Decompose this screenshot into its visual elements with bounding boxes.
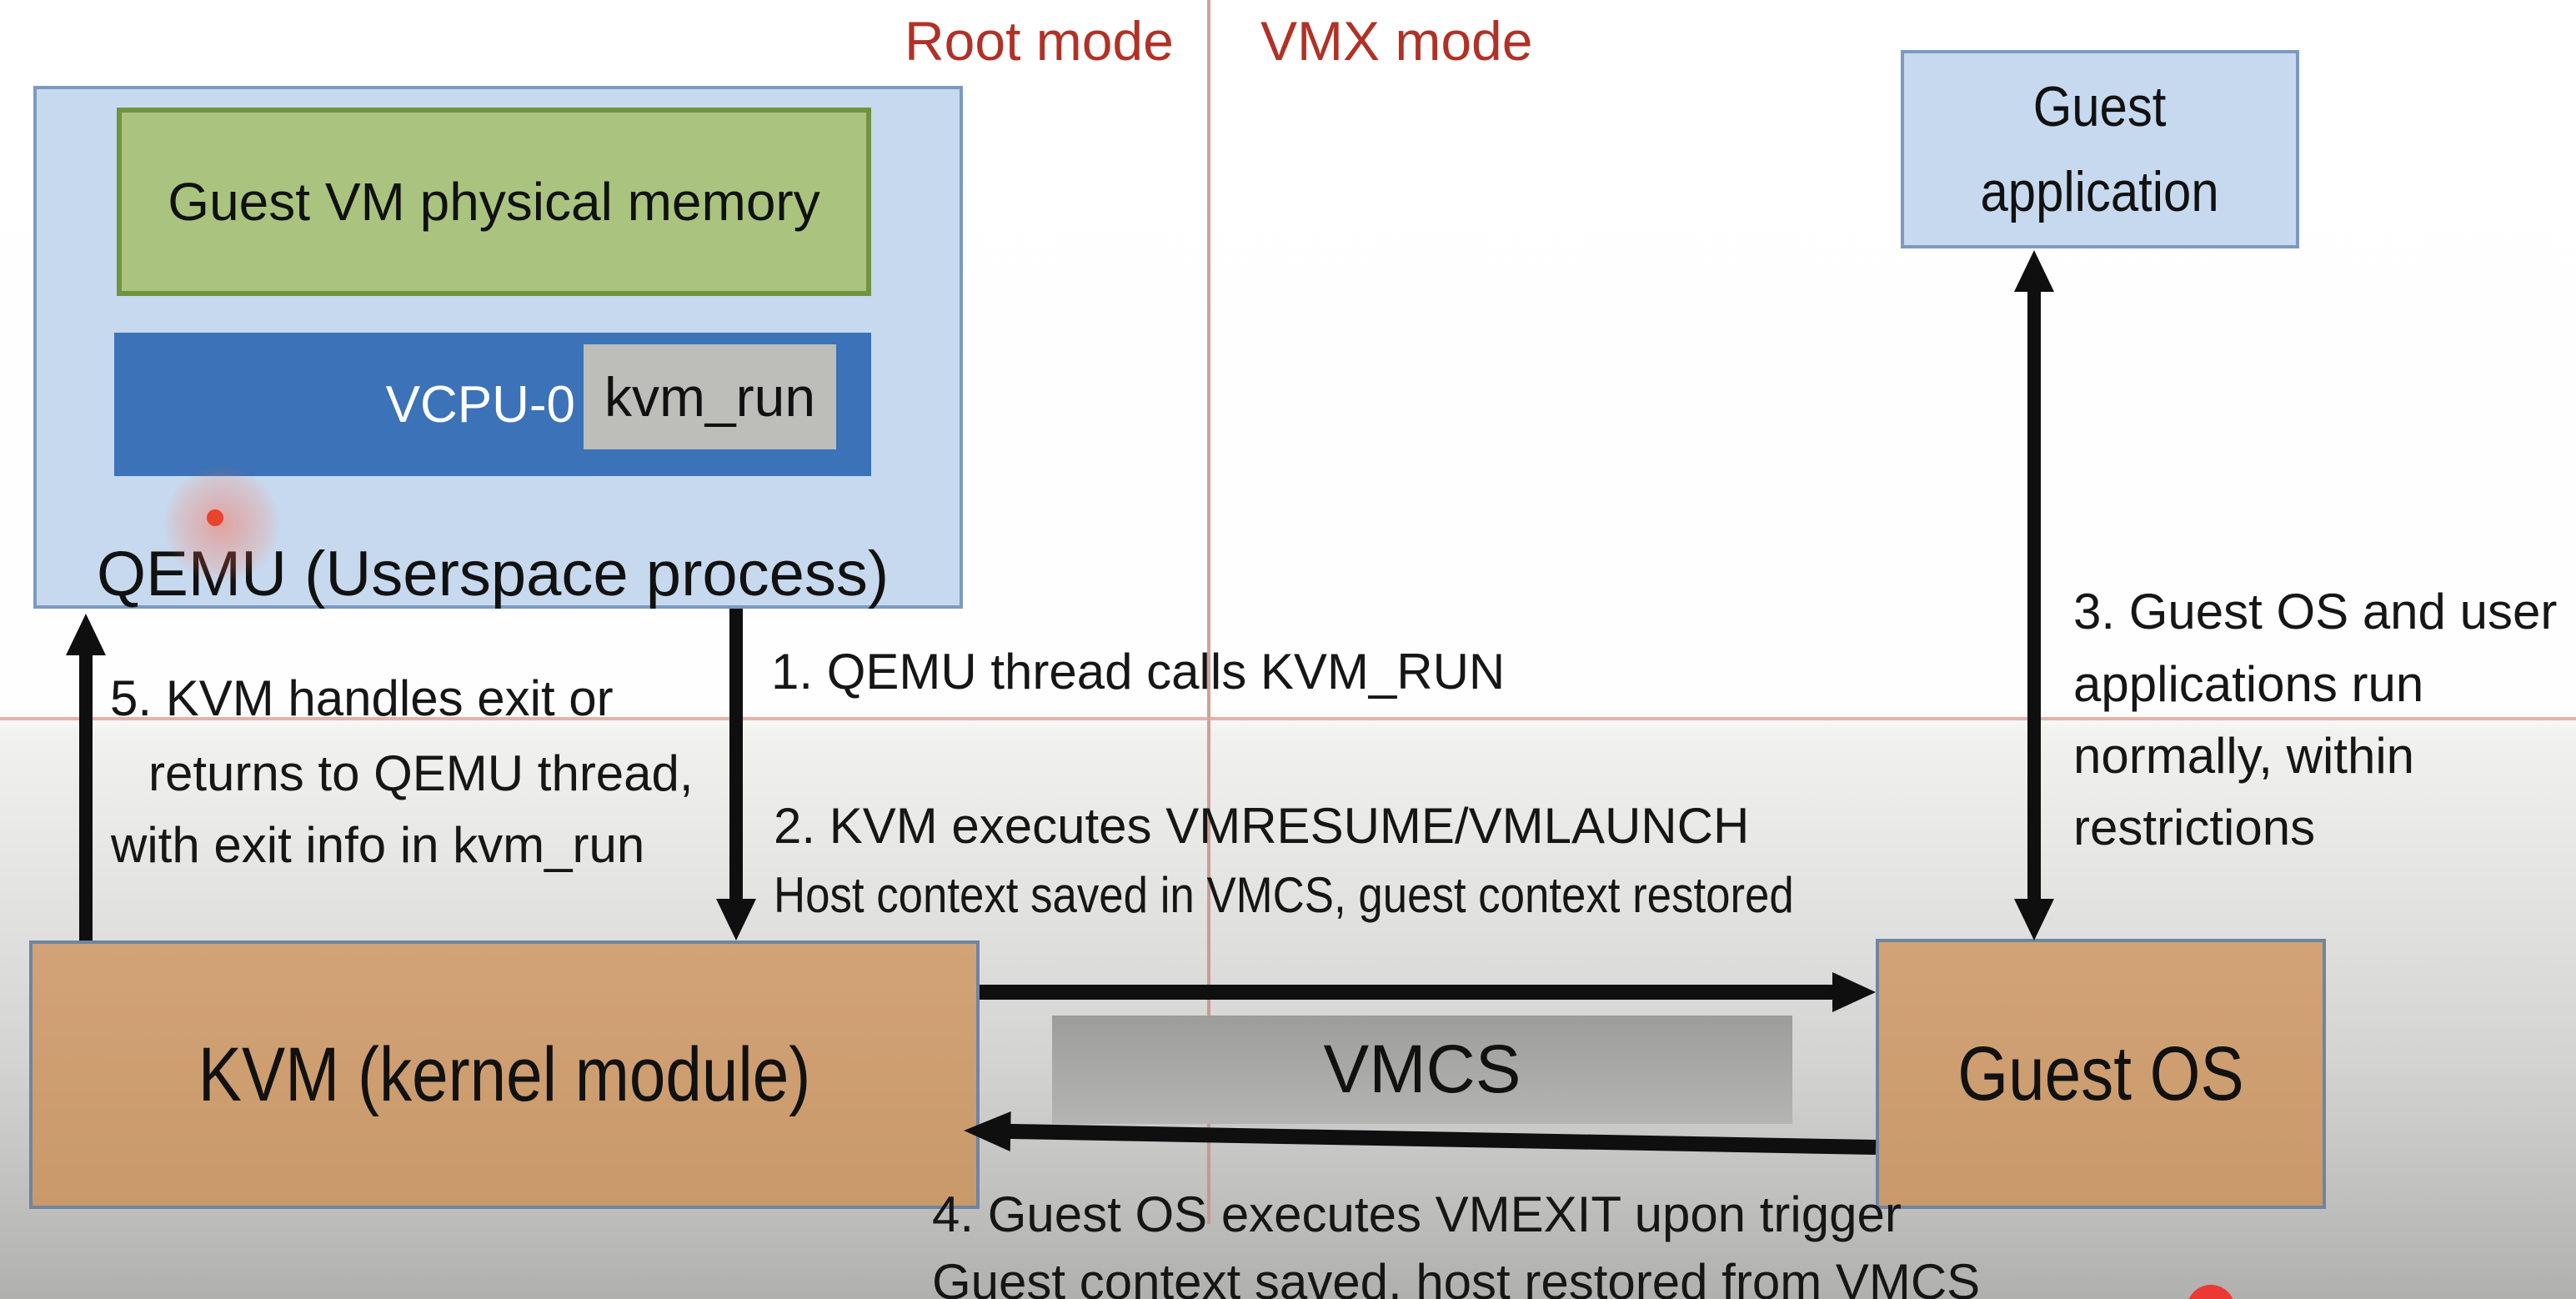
laser-pointer-dot-icon xyxy=(2187,1285,2235,1299)
arrow-kvm-to-qemu-shaft xyxy=(79,654,93,940)
step5-text-line3: with exit info in kvm_run xyxy=(111,817,645,873)
slide-bottom-divider-line xyxy=(0,717,2576,720)
arrow-kvm-to-guestos-shaft xyxy=(980,985,1834,1000)
cursor-highlight-ring-icon xyxy=(207,509,223,526)
kvm-run-box: kvm_run xyxy=(584,344,836,449)
qemu-userspace-box: Guest VM physical memory VCPU-0 kvm_run … xyxy=(33,86,963,609)
step2-text-line1: 2. KVM executes VMRESUME/VMLAUNCH xyxy=(774,798,1750,854)
kvm-run-label: kvm_run xyxy=(604,366,816,428)
vmx-mode-label: VMX mode xyxy=(1260,10,1533,72)
arrow-qemu-to-kvm-shaft xyxy=(729,609,743,900)
arrow-guestos-to-kvm-head-icon xyxy=(963,1110,1011,1151)
guest-vm-memory-label: Guest VM physical memory xyxy=(168,172,820,232)
guest-app-label-line1: Guest xyxy=(2033,75,2167,138)
kvm-kernel-module-box: KVM (kernel module) xyxy=(29,940,980,1209)
arrow-guestos-to-kvm-shaft xyxy=(1000,1123,1877,1155)
guest-application-box: Guest application xyxy=(1901,50,2299,248)
step3-text-line1: 3. Guest OS and user xyxy=(2073,584,2558,639)
guest-os-box: Guest OS xyxy=(1876,939,2326,1209)
step3-text-line3: normally, within xyxy=(2073,728,2415,784)
vmcs-label: VMCS xyxy=(1323,1031,1521,1107)
step2-text-line2: Host context saved in VMCS, guest contex… xyxy=(774,867,1794,923)
guest-app-label-line2: application xyxy=(1980,160,2220,223)
step5-text-line1: 5. KVM handles exit or xyxy=(110,670,614,726)
arrow-guestapp-guestos-shaft xyxy=(2027,290,2041,900)
guest-vm-memory-box: Guest VM physical memory xyxy=(117,108,871,296)
step4-text-line2: Guest context saved, host restored from … xyxy=(932,1254,1981,1299)
guest-os-label: Guest OS xyxy=(1957,1031,2244,1116)
step5-text-line2: returns to QEMU thread, xyxy=(148,745,694,801)
step4-text-line1: 4. Guest OS executes VMEXIT upon trigger xyxy=(932,1186,1902,1242)
root-mode-label: Root mode xyxy=(905,10,1174,72)
step3-text-line4: restrictions xyxy=(2073,800,2316,855)
arrow-kvm-to-guestos-head-icon xyxy=(1832,972,1876,1012)
cursor-highlight-glow-icon xyxy=(163,466,280,583)
step3-text-line2: applications run xyxy=(2073,656,2424,712)
vmcs-box: VMCS xyxy=(1052,1016,1792,1124)
vcpu-bar: VCPU-0 kvm_run xyxy=(114,333,871,476)
arrow-guestapp-guestos-bottom-head-icon xyxy=(2014,899,2054,940)
arrow-guestapp-guestos-top-head-icon xyxy=(2014,250,2054,292)
arrow-qemu-to-kvm-head-icon xyxy=(716,899,756,940)
root-vmx-divider-line xyxy=(1207,0,1210,1224)
qemu-box-title: QEMU (Userspace process) xyxy=(97,539,890,609)
step1-text: 1. QEMU thread calls KVM_RUN xyxy=(771,644,1506,700)
arrow-kvm-to-qemu-head-icon xyxy=(66,614,106,655)
vcpu-label: VCPU-0 xyxy=(385,375,575,434)
kvm-box-label: KVM (kernel module) xyxy=(198,1031,811,1117)
